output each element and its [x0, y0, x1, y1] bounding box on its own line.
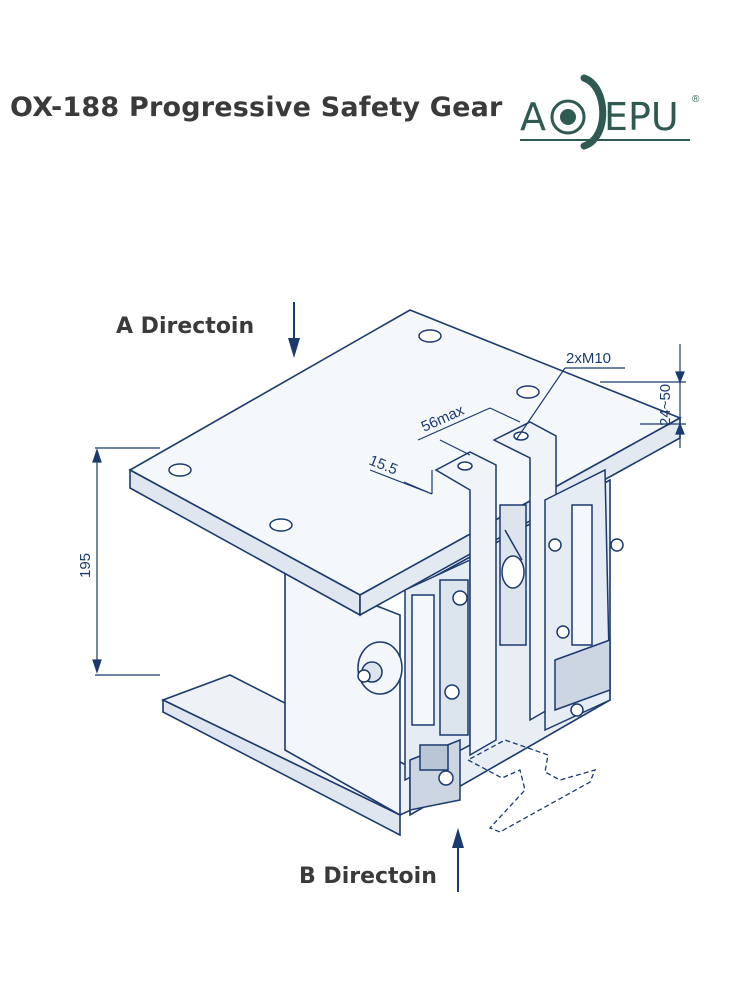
- left-bracket: [434, 451, 497, 757]
- logo-letter-a: A: [520, 95, 546, 139]
- hex-bolt-icon: [438, 770, 454, 786]
- logo-letters-epu: EPU: [604, 95, 679, 139]
- hex-bolt-icon: [556, 625, 570, 639]
- dimension-height-label: 195: [77, 553, 94, 578]
- dimension-bolts: [515, 367, 625, 441]
- front-clamp-assembly: [404, 558, 471, 811]
- logo-registered-mark: ®: [692, 94, 700, 105]
- dimension-bolts-label: 2xM10: [566, 350, 611, 367]
- side-nut: [357, 641, 403, 695]
- hex-bolt-icon: [610, 538, 624, 552]
- b-direction-arrow-icon: [452, 828, 464, 892]
- hex-bolt-icon: [452, 590, 468, 606]
- dimension-range-label: 24~50: [657, 384, 674, 426]
- guide-rail-outline: [466, 739, 597, 833]
- mounting-hole: [168, 463, 192, 477]
- dimension-offset: [369, 469, 433, 495]
- hex-bolt-icon: [444, 684, 460, 700]
- b-direction-label: B Directoin: [299, 864, 437, 889]
- dimension-height: [92, 447, 160, 676]
- mounting-hole: [516, 385, 540, 399]
- top-plate-holes: [168, 329, 540, 532]
- page-title: OX-188 Progressive Safety Gear: [10, 92, 503, 123]
- nut-icon: [357, 669, 371, 683]
- dimension-width-max: [417, 407, 521, 456]
- logo-ring-outer: [550, 99, 586, 135]
- hex-bolt-icon: [548, 538, 562, 552]
- logo-ring-icon: [580, 74, 607, 150]
- logo-dot-icon: [560, 109, 576, 125]
- dimension-range: [600, 344, 686, 448]
- mounting-hole: [418, 329, 442, 343]
- a-direction-label: A Directoin: [116, 314, 254, 339]
- brand-logo: A EPU ®: [520, 74, 700, 150]
- right-clamp-assembly: [544, 468, 624, 732]
- mounting-hole: [269, 518, 293, 532]
- hex-bolt-icon: [570, 703, 584, 717]
- a-direction-arrow-icon: [288, 302, 300, 358]
- inner-wedge-roller: [499, 504, 527, 646]
